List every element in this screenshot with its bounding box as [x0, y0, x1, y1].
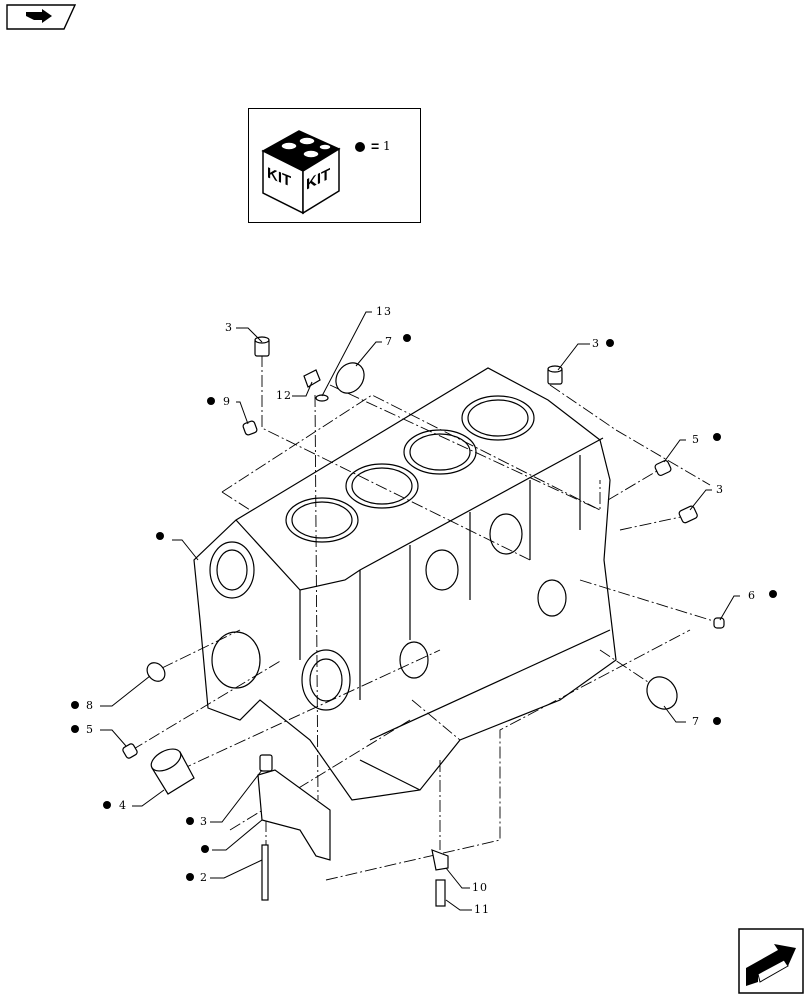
kit-marker: [713, 433, 721, 441]
callout-2: 2: [200, 871, 208, 884]
next-page-button[interactable]: [738, 928, 804, 994]
part-plug-5b: [122, 743, 138, 759]
cylinder-bore-1: [285, 497, 359, 543]
kit-marker: [769, 590, 777, 598]
kit-marker: [713, 717, 721, 725]
callout-3: 3: [200, 815, 208, 828]
cylinder-bore-4: [461, 395, 535, 441]
kit-marker: [103, 801, 111, 809]
part-bearing-cap: [257, 769, 331, 861]
part-dowel-3d: [259, 754, 273, 772]
kit-marker: [156, 532, 164, 540]
callout-10: 10: [472, 881, 488, 894]
cylinder-bore-3: [403, 429, 477, 475]
part-cap-7a: [335, 362, 365, 394]
kit-quantity: 1: [383, 139, 391, 153]
part-cap-7b: [646, 676, 678, 710]
callout-8: 8: [86, 699, 94, 712]
part-plug-12: [303, 369, 321, 388]
part-nozzle-10: [431, 849, 449, 871]
callout-7: 7: [692, 715, 700, 728]
next-page-arrow-icon: [738, 928, 804, 994]
kit-marker: [71, 701, 79, 709]
kit-marker: [207, 397, 215, 405]
part-plug-6: [713, 617, 725, 629]
callout-5: 5: [86, 723, 94, 736]
kit-marker: [71, 725, 79, 733]
callout-3: 3: [225, 321, 233, 334]
cylinder-block: [193, 367, 617, 801]
callout-12: 12: [276, 389, 292, 402]
kit-equals: =: [371, 138, 380, 154]
callout-3: 3: [592, 337, 600, 350]
part-plug-5a: [654, 459, 672, 477]
kit-marker: [403, 334, 411, 342]
part-ring-8: [146, 662, 166, 682]
kit-marker: [606, 339, 614, 347]
kit-marker: [186, 873, 194, 881]
callout-13: 13: [376, 305, 392, 318]
part-plug-9: [242, 420, 258, 436]
callout-11: 11: [474, 903, 490, 916]
kit-legend-dot: [355, 142, 365, 152]
part-plug-3c: [678, 505, 698, 524]
callout-6: 6: [748, 589, 756, 602]
kit-legend: KIT KIT = 1: [248, 108, 421, 223]
callout-4: 4: [119, 799, 127, 812]
kit-box-icon: [261, 130, 365, 215]
callout-9: 9: [223, 395, 231, 408]
callout-7: 7: [385, 335, 393, 348]
previous-page-arrow-icon: [6, 4, 77, 30]
kit-marker: [201, 845, 209, 853]
part-screw-11: [435, 879, 446, 907]
cylinder-bore-2: [345, 463, 419, 509]
previous-page-button[interactable]: [6, 4, 77, 30]
callout-3: 3: [716, 483, 724, 496]
kit-marker: [186, 817, 194, 825]
part-bolt-2: [261, 844, 269, 901]
callout-5: 5: [692, 433, 700, 446]
